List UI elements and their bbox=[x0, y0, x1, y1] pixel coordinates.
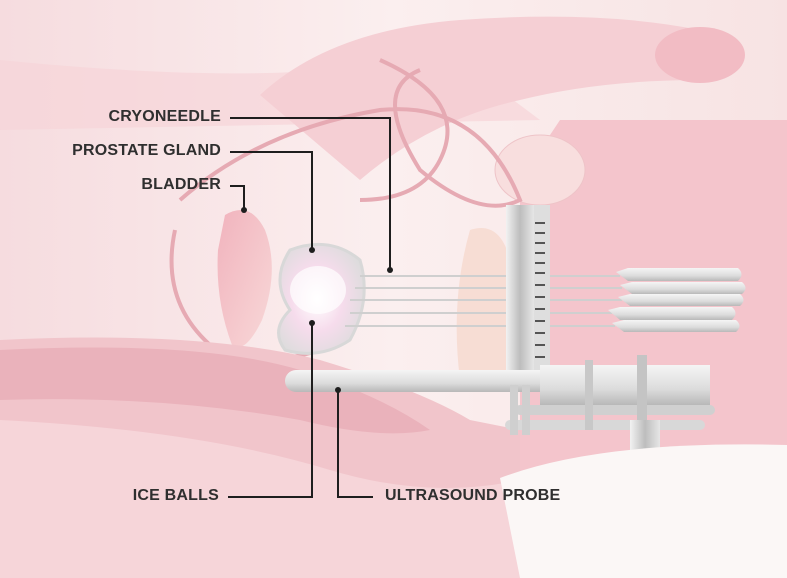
label-ultrasound-probe: ULTRASOUND PROBE bbox=[385, 487, 561, 504]
leader-lines bbox=[228, 117, 391, 498]
label-cryoneedle: CRYONEEDLE bbox=[108, 108, 221, 125]
label-bladder: BLADDER bbox=[141, 176, 221, 193]
cryoneedles bbox=[345, 275, 622, 327]
label-ice-balls: ICE BALLS bbox=[132, 487, 219, 504]
cryoneedle-handles bbox=[608, 268, 746, 332]
label-prostate-gland: PROSTATE GLAND bbox=[72, 142, 221, 159]
stepper-unit bbox=[540, 365, 710, 405]
needle-template-grid bbox=[506, 205, 534, 385]
